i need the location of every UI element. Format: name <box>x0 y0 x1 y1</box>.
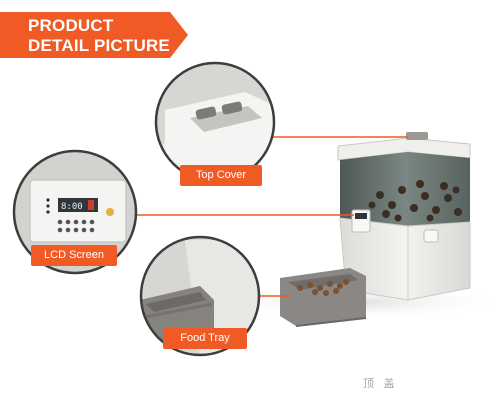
section-banner <box>0 12 188 58</box>
banner-title-line-1: PRODUCT <box>28 16 114 35</box>
callout-lcd-screen: LCD Screen <box>31 245 117 266</box>
pet-feeder <box>210 132 500 327</box>
watermark-text: 顶 盖 <box>363 377 398 390</box>
tray-kibble <box>297 279 349 296</box>
keypad <box>57 219 95 233</box>
callout-food-tray: Food Tray <box>163 328 247 349</box>
callout-connectors <box>136 136 408 297</box>
lcd-time-readout: 8:00 <box>61 202 83 212</box>
kibble <box>368 180 462 222</box>
callout-top-cover: Top Cover <box>180 165 262 186</box>
banner-title-line-2: DETAIL PICTURE <box>28 36 170 55</box>
cover-slot-right <box>221 101 243 115</box>
banner-title: PRODUCT DETAIL PICTURE <box>28 16 170 56</box>
cover-slot-left <box>195 106 217 120</box>
